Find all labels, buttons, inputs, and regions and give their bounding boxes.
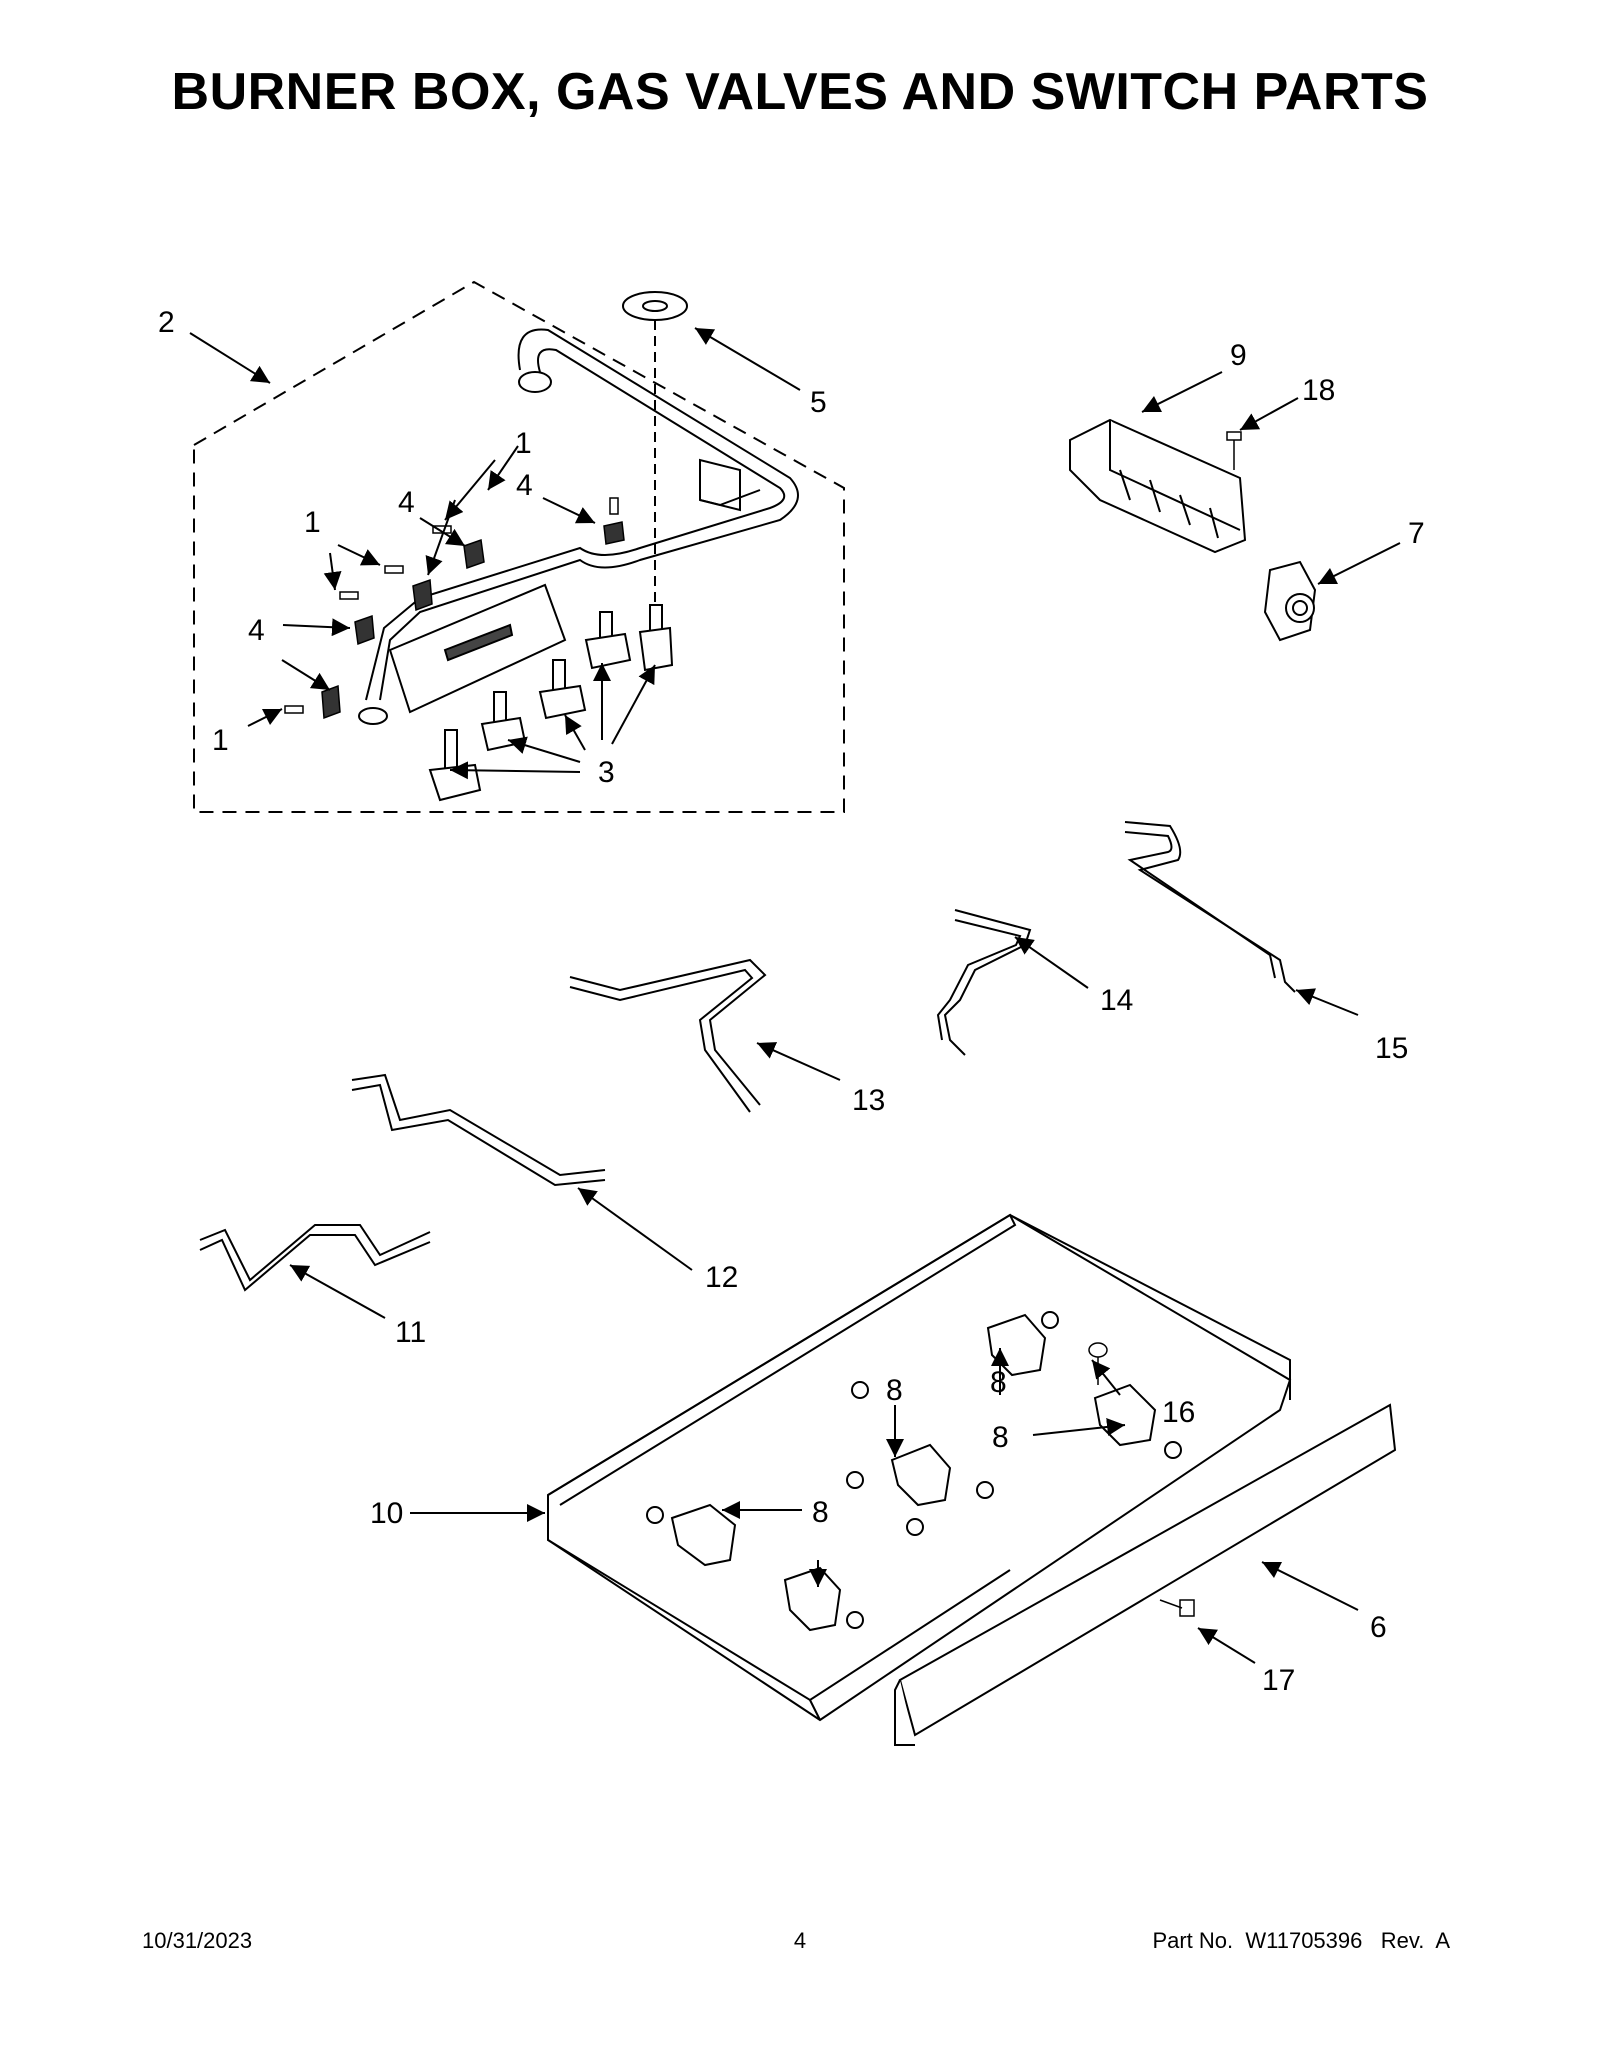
callout-13: 13 [852,1084,885,1117]
clip-icon [463,538,485,570]
gas-valve-5-icon [638,604,674,672]
callout-7: 7 [1408,517,1425,550]
clip-icon [412,578,433,612]
clip-icon [354,614,375,646]
bracket-icon [890,1443,952,1507]
page-title: BURNER BOX, GAS VALVES AND SWITCH PARTS [171,63,1429,121]
footer-page-number: 4 [793,1928,807,1953]
callout-2: 2 [158,306,175,339]
gas-tubes [199,821,1296,1292]
callout-1-top: 1 [515,427,532,460]
callout-4-top-right: 4 [516,469,533,502]
gas-tube-14 [943,909,1032,1056]
gas-tube-11 [199,1224,431,1282]
screw-icon [609,497,619,515]
callout-16: 16 [1162,1396,1195,1429]
gas-valve-3-icon [538,659,587,720]
callout-8-right-top: 8 [990,1366,1007,1399]
callout-1-left: 1 [304,506,321,539]
gas-tube-13-inner [569,968,754,1113]
callout-10: 10 [370,1497,403,1530]
callout-8-left: 8 [812,1496,829,1529]
gas-valves [428,604,674,802]
gas-tube-13 [569,958,767,1106]
gas-manifold-tube [358,328,799,725]
callout-14: 14 [1100,984,1133,1017]
footer-part-info: Part No. W11705396 Rev. A [1152,1928,1450,1953]
footer-date: 10/31/2023 [142,1928,253,1953]
spark-igniter [622,291,688,605]
callout-6: 6 [1370,1611,1387,1644]
gas-valve-2-icon [480,691,527,752]
callout-12: 12 [705,1261,738,1294]
callout-8-right: 8 [992,1421,1009,1454]
valve-clips [321,521,625,720]
gas-tube-14-inner [936,919,1022,1041]
callout-5: 5 [810,386,827,419]
screw-icon [284,705,304,714]
gas-tube-15 [1124,821,1296,993]
callout-17: 17 [1262,1664,1295,1697]
bracket-icon [670,1503,737,1567]
burner-box-assembly-outline [193,280,845,813]
gas-tube-11-inner [199,1234,431,1292]
screws [284,497,619,714]
gas-tube-12 [351,1073,606,1177]
gas-tube-15-inner [1124,831,1276,979]
switch-screw [1226,431,1242,470]
callout-1-bottom: 1 [212,724,229,757]
pressure-regulator [1263,560,1317,642]
switch-block [1069,418,1247,554]
callout-3: 3 [598,756,615,789]
callout-8-center: 8 [886,1374,903,1407]
clip-icon [321,684,341,720]
screw-icon [339,591,359,600]
callout-4-top-left: 4 [398,486,415,519]
gas-tube-12-inner [351,1083,606,1187]
panel-screw [1159,1599,1195,1617]
callout-9: 9 [1230,339,1247,372]
screw-icon [384,565,404,574]
callout-labels: 2 5 9 18 7 1 4 4 1 4 1 3 15 14 13 12 11 … [158,306,1425,1697]
front-panel [894,1403,1397,1746]
callout-18: 18 [1302,374,1335,407]
callout-15: 15 [1375,1032,1408,1065]
callout-4-left: 4 [248,614,265,647]
gas-valve-1-icon [428,729,482,802]
valve-bracket [388,583,567,714]
clip-icon [603,521,625,545]
gas-valve-4-icon [584,611,632,670]
callout-11: 11 [395,1316,426,1349]
leader-lines [189,327,1401,1664]
